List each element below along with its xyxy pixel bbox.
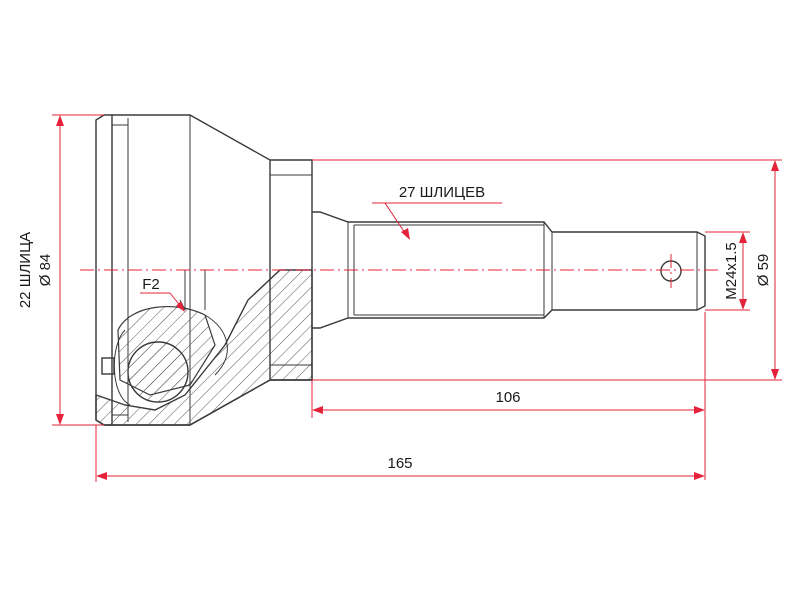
label-thread: M24x1.5 xyxy=(723,242,740,300)
dim-diameter-59 xyxy=(312,159,782,381)
label-diameter-59: Ø 59 xyxy=(755,254,772,287)
splined-shaft xyxy=(312,211,706,329)
dim-length-165 xyxy=(95,425,705,482)
label-f2: F2 xyxy=(142,276,160,293)
label-27-splines: 27 ШЛИЦЕВ xyxy=(399,184,485,201)
leader-f2 xyxy=(140,292,185,312)
leader-27-splines xyxy=(372,202,502,240)
label-22-splines: 22 ШЛИЦА xyxy=(17,232,34,308)
label-length-106: 106 xyxy=(495,389,520,406)
dim-diameter-84 xyxy=(52,114,104,426)
ball xyxy=(127,341,189,403)
label-length-165: 165 xyxy=(387,455,412,472)
dim-thread xyxy=(705,231,750,311)
dim-length-106 xyxy=(311,312,706,480)
label-diameter-84: Ø 84 xyxy=(37,254,54,287)
